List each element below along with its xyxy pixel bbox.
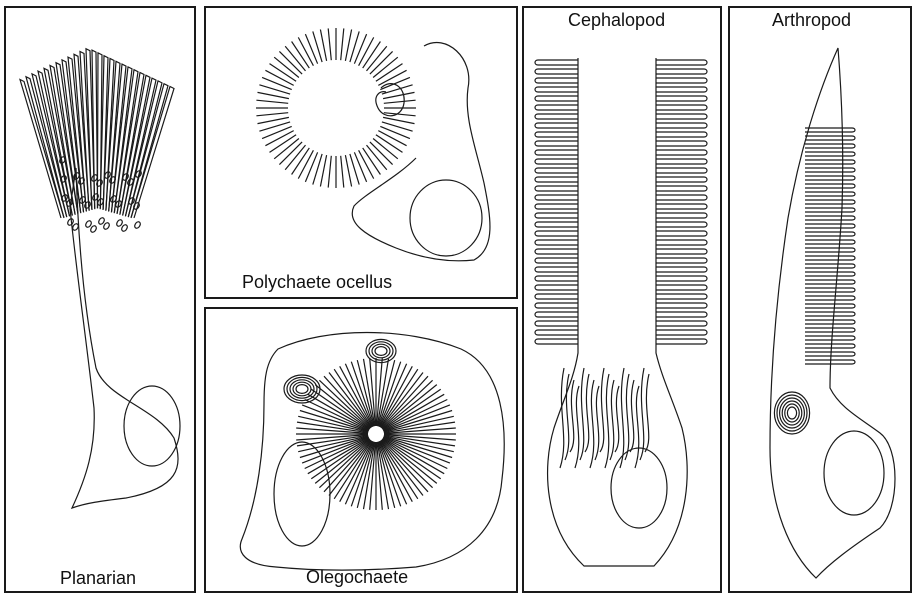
cephalopod-cell-drawing [524, 8, 722, 593]
olegochaete-swirl-left [284, 375, 320, 403]
olegochaete-microvilli-cluster [296, 358, 456, 510]
polychaete-panel: Polychaete ocellus [204, 6, 518, 299]
planarian-cell-drawing [6, 8, 196, 593]
arthropod-rhabdom [805, 128, 855, 364]
cephalopod-microvilli-left [535, 60, 578, 344]
cephalopod-panel: Cephalopod [522, 6, 722, 593]
planarian-panel: Planarian [4, 6, 196, 593]
polychaete-label: Polychaete ocellus [242, 272, 392, 293]
cephalopod-nucleus [611, 448, 667, 528]
polychaete-lens-swirl [376, 84, 404, 116]
polychaete-nucleus [410, 180, 482, 256]
planarian-label: Planarian [60, 568, 136, 589]
olegochaete-label: Olegochaete [306, 567, 408, 588]
cephalopod-microvilli-right [656, 60, 707, 344]
arthropod-nucleus [824, 431, 884, 515]
polychaete-cell-outline [352, 42, 490, 260]
planarian-cell-outline [70, 168, 178, 508]
arthropod-swirl [774, 392, 809, 434]
olegochaete-nucleus [274, 442, 330, 546]
arthropod-panel: Arthropod [728, 6, 912, 593]
polychaete-cell-drawing [206, 8, 518, 299]
planarian-rhabdomere-fan [20, 49, 174, 233]
polychaete-microvilli-ring [256, 28, 416, 188]
olegochaete-cell-drawing [206, 309, 518, 593]
olegochaete-swirl-top [366, 339, 396, 362]
cephalopod-fibers [560, 368, 649, 468]
olegochaete-panel: Olegochaete [204, 307, 518, 593]
arthropod-cell-drawing [730, 8, 912, 593]
planarian-nucleus [124, 386, 180, 466]
